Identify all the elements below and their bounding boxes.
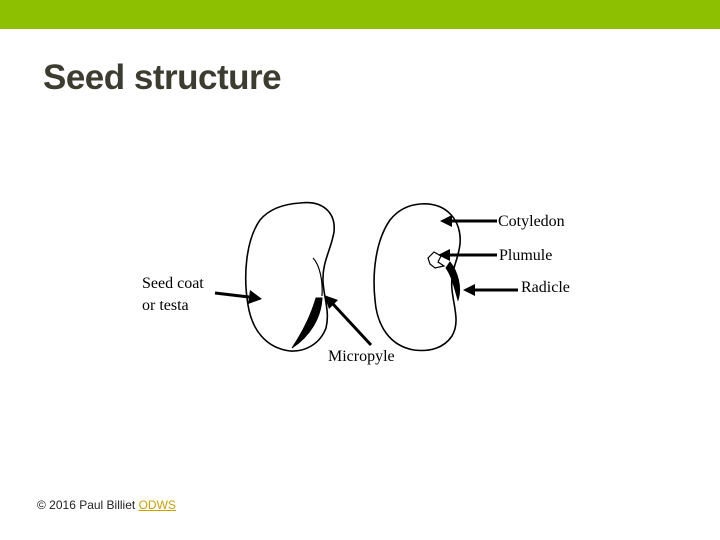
arrow-radicle xyxy=(463,284,518,296)
micropyle-mark xyxy=(291,297,323,349)
arrow-plumule xyxy=(438,249,497,261)
label-micropyle: Micropyle xyxy=(328,348,395,365)
label-cotyledon: Cotyledon xyxy=(498,213,565,230)
arrow-micropyle xyxy=(324,295,373,347)
footer-credit: © 2016 Paul Billiet ODWS xyxy=(37,498,176,512)
label-plumule: Plumule xyxy=(499,247,553,264)
hilum-mark xyxy=(312,257,323,297)
label-seed-coat-line2: or testa xyxy=(142,297,189,314)
label-seed-coat-line1: Seed coat xyxy=(142,275,204,292)
arrow-seed-coat xyxy=(214,290,262,304)
footer-copyright: © 2016 Paul Billiet xyxy=(37,498,136,512)
footer-link-odws[interactable]: ODWS xyxy=(138,498,176,512)
seed-outline-external xyxy=(244,201,335,352)
label-radicle: Radicle xyxy=(521,279,570,296)
radicle-shape xyxy=(445,261,461,302)
slide-title: Seed structure xyxy=(43,58,282,97)
arrow-cotyledon xyxy=(440,215,497,227)
seed-outline-internal xyxy=(373,203,461,352)
accent-bar xyxy=(0,0,720,29)
